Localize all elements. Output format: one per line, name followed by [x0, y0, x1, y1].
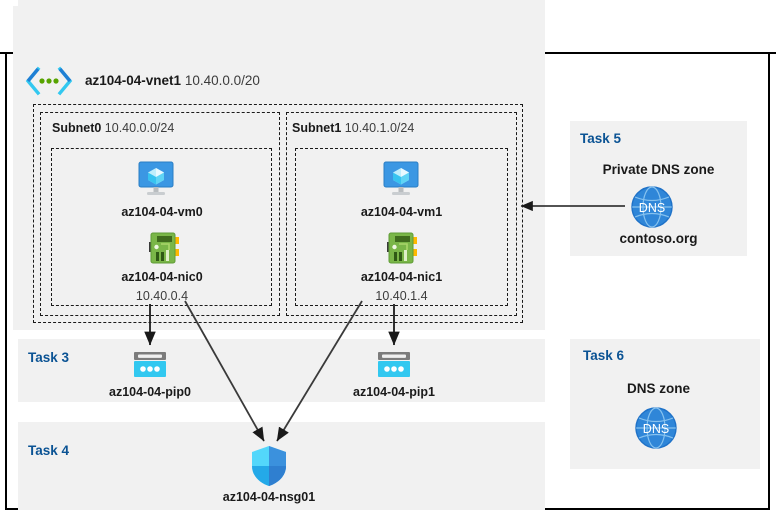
virtual-network-icon — [25, 66, 73, 96]
band-task-6 — [570, 339, 760, 469]
svg-text:DNS: DNS — [643, 422, 669, 436]
private-dns-zone-name: contoso.org — [619, 231, 698, 246]
nic-0-name: az104-04-nic0 — [121, 270, 203, 284]
public-ip-address-icon — [131, 349, 169, 381]
vnet-label: az104-04-vnet1 10.40.0.0/20 — [85, 73, 260, 88]
virtual-machine-icon — [135, 158, 177, 200]
task-3-label: Task 3 — [28, 350, 70, 365]
network-security-group-icon — [249, 444, 289, 488]
subnet-1-label: Subnet1 10.40.1.0/24 — [292, 121, 414, 135]
svg-text:DNS: DNS — [639, 201, 665, 215]
subnet-0-boundary — [40, 112, 280, 316]
vnet-name: az104-04-vnet1 — [85, 73, 182, 88]
nic-1-name: az104-04-nic1 — [360, 270, 443, 284]
public-ip-address-icon — [375, 349, 413, 381]
nsg-name: az104-04-nsg01 — [222, 490, 316, 504]
subnet-1-vm-group — [295, 148, 508, 306]
virtual-machine-icon — [380, 158, 422, 200]
private-dns-zone-title: Private DNS zone — [602, 162, 715, 177]
subnet-1-cidr: 10.40.1.0/24 — [344, 121, 415, 135]
network-interface-icon — [383, 230, 421, 266]
pip-0-name: az104-04-pip0 — [109, 385, 191, 399]
vnet-address-space: 10.40.0.0/20 — [184, 73, 260, 88]
pip-1-name: az104-04-pip1 — [353, 385, 435, 399]
network-interface-icon — [145, 230, 183, 266]
nic-0-ip: 10.40.0.4 — [135, 289, 189, 303]
task-5-label: Task 5 — [580, 131, 622, 146]
vm-1-name: az104-04-vm1 — [360, 205, 443, 219]
subnet-1-name: Subnet1 — [292, 121, 342, 135]
task-6-label: Task 6 — [583, 348, 625, 363]
vm-0-name: az104-04-vm0 — [121, 205, 203, 219]
subnet-1-boundary — [286, 112, 517, 316]
task-4-label: Task 4 — [28, 443, 70, 458]
nic-1-ip: 10.40.1.4 — [375, 289, 428, 303]
subnet-0-name: Subnet0 — [52, 121, 102, 135]
dns-zone-icon: DNS — [634, 406, 678, 450]
subnet-0-cidr: 10.40.0.0/24 — [104, 121, 175, 135]
subnet-0-label: Subnet0 10.40.0.0/24 — [52, 121, 174, 135]
subnet-0-vm-group — [51, 148, 272, 306]
dns-zone-icon: DNS — [630, 185, 674, 229]
dns-zone-title: DNS zone — [626, 381, 690, 396]
